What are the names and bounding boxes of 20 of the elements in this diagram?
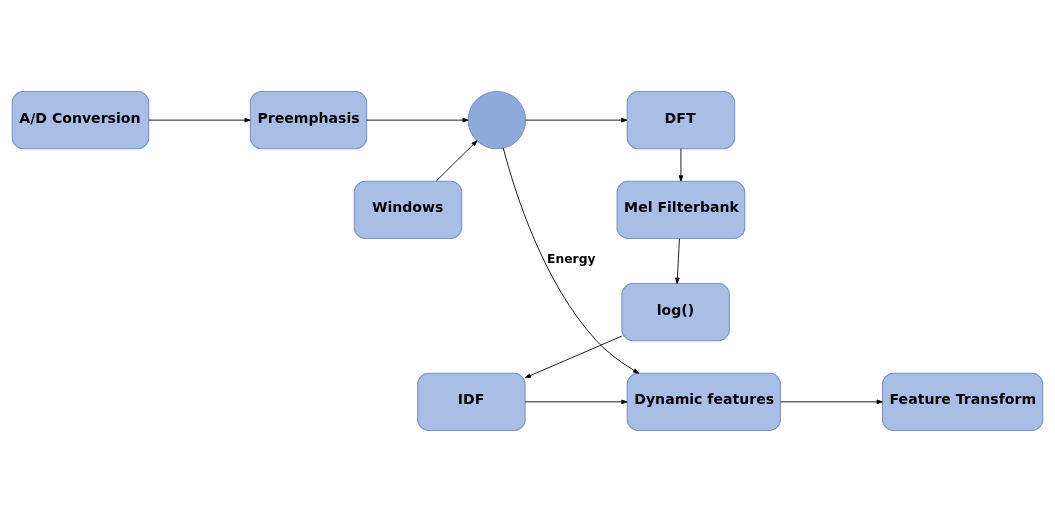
arrow	[524, 399, 628, 405]
arrow	[524, 335, 623, 379]
node-box: IDF	[417, 372, 526, 431]
node-box: Windows	[353, 180, 463, 240]
node-box: A/D Conversion	[11, 91, 150, 150]
arrow	[148, 117, 251, 123]
arrow	[525, 117, 628, 123]
edge-label: Energy	[547, 252, 596, 267]
node-box: Feature Transform	[882, 372, 1044, 431]
node-box: Preemphasis	[249, 91, 368, 150]
node-box: Dynamic features	[626, 372, 781, 431]
arrow	[780, 399, 883, 405]
node-box: DFT	[626, 91, 736, 150]
arrow	[366, 117, 469, 123]
arrow	[675, 238, 680, 284]
node-box: Mel Filterbank	[616, 180, 746, 240]
node-box: log()	[621, 282, 730, 342]
arrow	[678, 148, 684, 182]
arrow	[435, 140, 478, 182]
arrow	[502, 147, 640, 374]
